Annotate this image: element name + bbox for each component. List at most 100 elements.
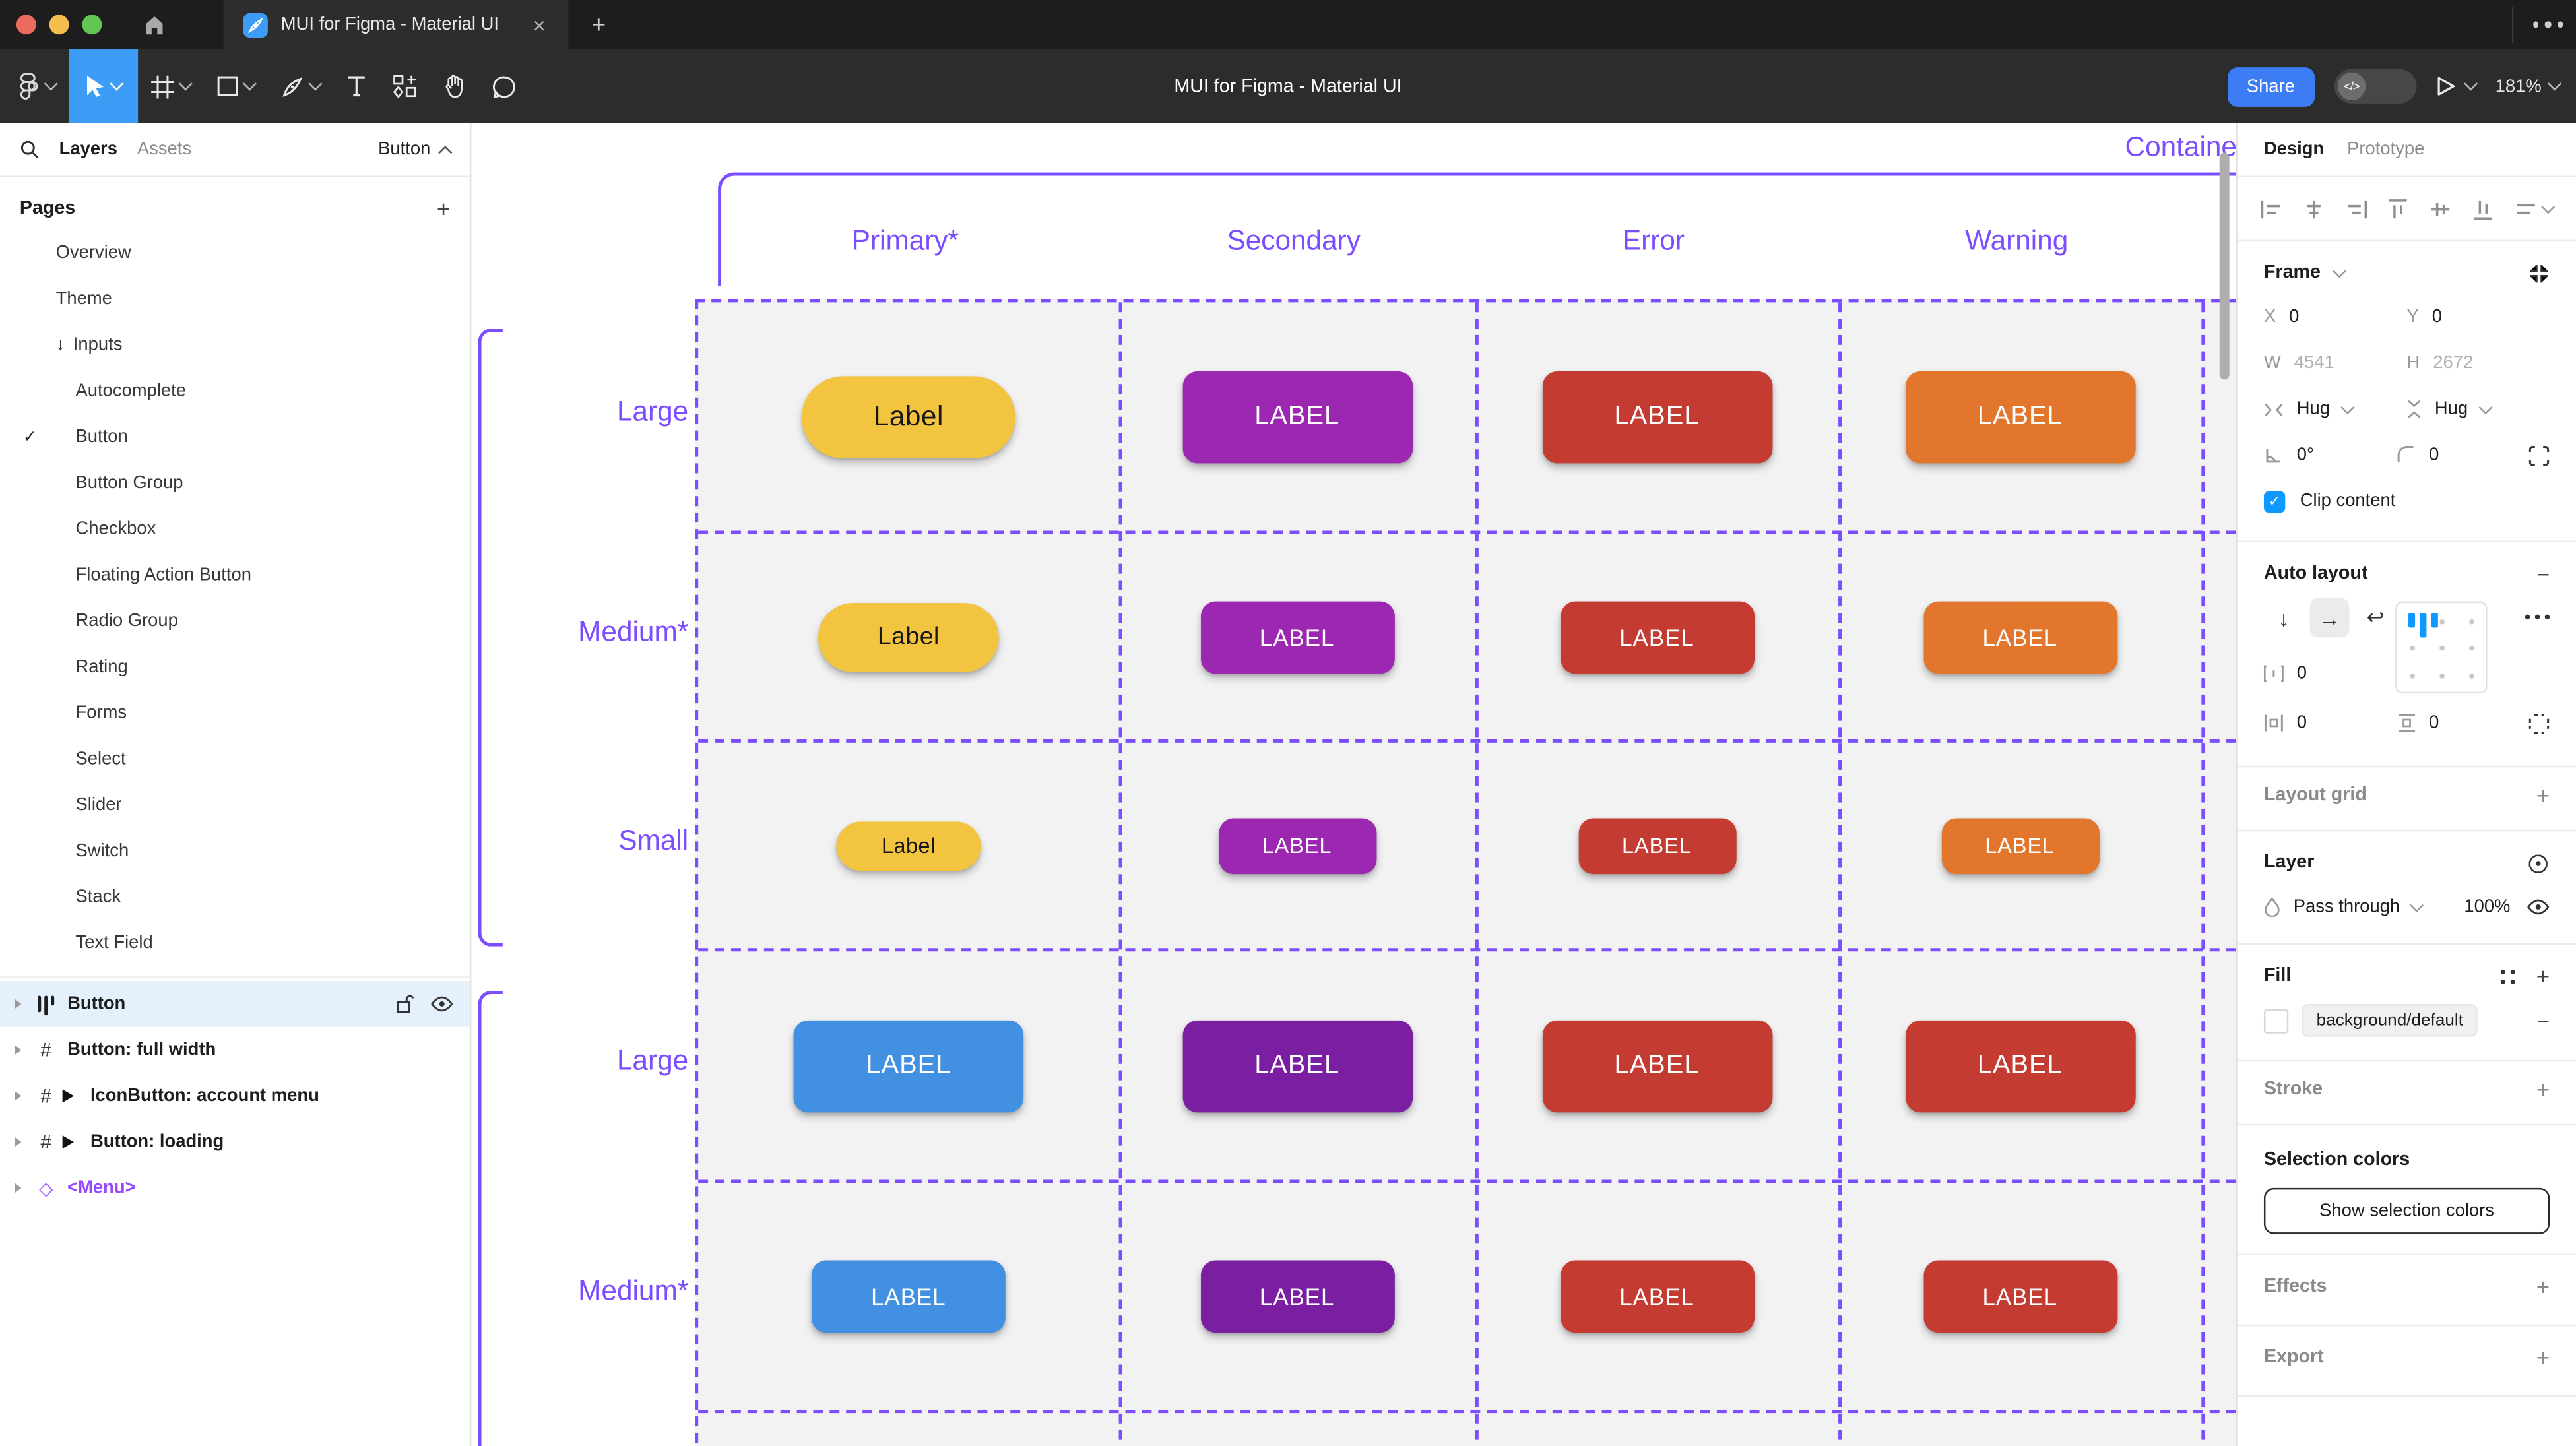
comment-tool-button[interactable] (480, 49, 529, 123)
visibility-eye-icon[interactable] (2527, 899, 2550, 916)
shape-tool-button[interactable] (204, 49, 268, 123)
layout-horizontal-button[interactable]: → (2309, 598, 2350, 638)
layer-row[interactable]: #Button: loading (0, 1119, 470, 1165)
align-left-icon[interactable] (2261, 198, 2282, 219)
actions-tool-button[interactable] (379, 49, 430, 123)
mui-button-primary_default[interactable]: LABEL (811, 1260, 1006, 1333)
sidebar-page-item[interactable]: Button Group (0, 460, 470, 506)
sidebar-page-item[interactable]: Floating Action Button (0, 552, 470, 598)
expand-chevron-icon[interactable] (15, 1090, 22, 1101)
minimize-window-button[interactable] (49, 15, 69, 35)
fill-style-chip[interactable]: background/default (2302, 1003, 2478, 1037)
align-right-icon[interactable] (2346, 198, 2367, 219)
home-button[interactable] (125, 0, 184, 49)
clip-content-checkbox[interactable]: ✓ (2263, 490, 2286, 512)
fill-color-swatch[interactable] (2263, 1008, 2289, 1033)
mui-button-error[interactable]: LABEL (1560, 600, 1754, 674)
expand-chevron-icon[interactable] (15, 1137, 22, 1147)
expand-chevron-icon[interactable] (15, 999, 22, 1009)
close-window-button[interactable] (16, 15, 36, 35)
close-tab-icon[interactable]: × (532, 12, 546, 38)
expand-chevron-icon[interactable] (15, 1045, 22, 1055)
remove-fill-button[interactable]: − (2537, 1008, 2550, 1033)
distribute-menu-button[interactable] (2515, 198, 2556, 219)
mui-button-primary_custom[interactable]: Label (836, 821, 981, 870)
pen-tool-button[interactable] (268, 49, 334, 123)
remove-auto-layout-button[interactable]: − (2537, 561, 2550, 586)
vertical-padding-field[interactable]: 0 (2396, 713, 2528, 733)
unlock-icon[interactable] (396, 994, 414, 1014)
sidebar-page-item[interactable]: Forms (0, 690, 470, 736)
tab-assets[interactable]: Assets (137, 139, 192, 160)
styles-icon[interactable] (2499, 967, 2517, 985)
collapse-corners-icon[interactable] (2528, 262, 2550, 283)
align-top-icon[interactable] (2388, 198, 2409, 219)
mui-button-primary_custom[interactable]: Label (802, 375, 1015, 458)
tab-prototype[interactable]: Prototype (2347, 139, 2425, 160)
sidebar-page-item[interactable]: Autocomplete (0, 368, 470, 414)
mui-button-error[interactable]: LABEL (1541, 1019, 1772, 1112)
mui-button-secondary[interactable]: LABEL (1218, 817, 1376, 873)
sidebar-page-item[interactable]: Select (0, 736, 470, 782)
align-bottom-icon[interactable] (2472, 198, 2494, 219)
zoom-level-control[interactable]: 181% (2496, 77, 2562, 96)
present-button[interactable] (2436, 76, 2478, 97)
share-button[interactable]: Share (2226, 66, 2315, 106)
maximize-window-button[interactable] (82, 15, 102, 35)
frame-section-header[interactable]: Frame (2264, 251, 2550, 294)
sidebar-page-item[interactable]: Rating (0, 644, 470, 690)
sidebar-page-item[interactable]: ↓Inputs (0, 322, 470, 368)
add-export-button[interactable]: + (2536, 1344, 2550, 1371)
sidebar-page-item[interactable]: Slider (0, 782, 470, 829)
file-tab[interactable]: MUI for Figma - Material UI × (223, 0, 569, 49)
frame-tool-button[interactable] (138, 49, 204, 123)
individual-padding-icon[interactable] (2528, 712, 2550, 734)
mui-button-warning[interactable]: LABEL (1923, 600, 2117, 674)
horizontal-resizing-select[interactable]: Hug (2264, 399, 2407, 419)
visibility-eye-icon[interactable] (430, 995, 453, 1012)
add-layout-grid-button[interactable]: + (2536, 782, 2550, 809)
add-stroke-button[interactable]: + (2536, 1076, 2550, 1103)
add-effect-button[interactable]: + (2536, 1273, 2550, 1300)
sidebar-page-item[interactable]: Text Field (0, 920, 470, 966)
sidebar-page-item[interactable]: Overview (0, 230, 470, 276)
new-tab-button[interactable]: + (591, 11, 606, 39)
move-tool-button[interactable] (69, 49, 139, 123)
mui-button-error[interactable]: LABEL (1578, 817, 1736, 873)
canvas-scrollbar[interactable] (2219, 152, 2230, 380)
hand-tool-button[interactable] (430, 49, 480, 123)
window-more-icon[interactable] (2532, 21, 2563, 28)
layer-opacity-field[interactable]: 100% (2464, 897, 2511, 917)
show-selection-colors-button[interactable]: Show selection colors (2263, 1187, 2550, 1234)
dev-mode-toggle[interactable]: </> (2334, 69, 2417, 104)
layout-wrap-button[interactable]: ↩ (2366, 604, 2385, 630)
mui-button-secondary_dark[interactable]: LABEL (1200, 1260, 1394, 1333)
mui-button-warning[interactable]: LABEL (1941, 817, 2099, 873)
search-icon[interactable] (20, 140, 40, 160)
add-fill-button[interactable]: + (2536, 962, 2550, 990)
mui-button-primary_custom[interactable]: Label (818, 602, 999, 672)
canvas[interactable]: Contained Primary*SecondaryErrorWarning … (471, 123, 2236, 1446)
tab-layers[interactable]: Layers (59, 139, 117, 160)
layer-row[interactable]: #IconButton: account menu (0, 1073, 470, 1119)
tab-design[interactable]: Design (2263, 139, 2325, 160)
mui-button-error[interactable]: LABEL (1904, 1019, 2135, 1112)
add-page-button[interactable]: + (436, 195, 451, 222)
layer-row[interactable]: #Button: full width (0, 1027, 470, 1073)
corner-radius-field[interactable]: 0 (2396, 445, 2528, 465)
align-vertical-centers-icon[interactable] (2430, 198, 2451, 219)
mui-button-error[interactable]: LABEL (1560, 1260, 1754, 1333)
clip-content-row[interactable]: ✓ Clip content (2263, 478, 2550, 524)
rotation-field[interactable]: 0° (2264, 445, 2396, 465)
mui-button-warning[interactable]: LABEL (1904, 370, 2135, 463)
mui-button-secondary[interactable]: LABEL (1200, 600, 1394, 674)
sidebar-page-item[interactable]: Stack (0, 874, 470, 920)
mui-button-secondary_dark[interactable]: LABEL (1182, 1019, 1412, 1112)
align-horizontal-centers-icon[interactable] (2303, 198, 2324, 219)
sidebar-page-item[interactable]: Radio Group (0, 598, 470, 644)
vertical-resizing-select[interactable]: Hug (2407, 399, 2550, 419)
alignment-grid[interactable] (2395, 601, 2488, 694)
frame-name-label[interactable]: Contained (2125, 131, 2236, 163)
blend-mode-select[interactable]: Pass through (2293, 897, 2400, 917)
